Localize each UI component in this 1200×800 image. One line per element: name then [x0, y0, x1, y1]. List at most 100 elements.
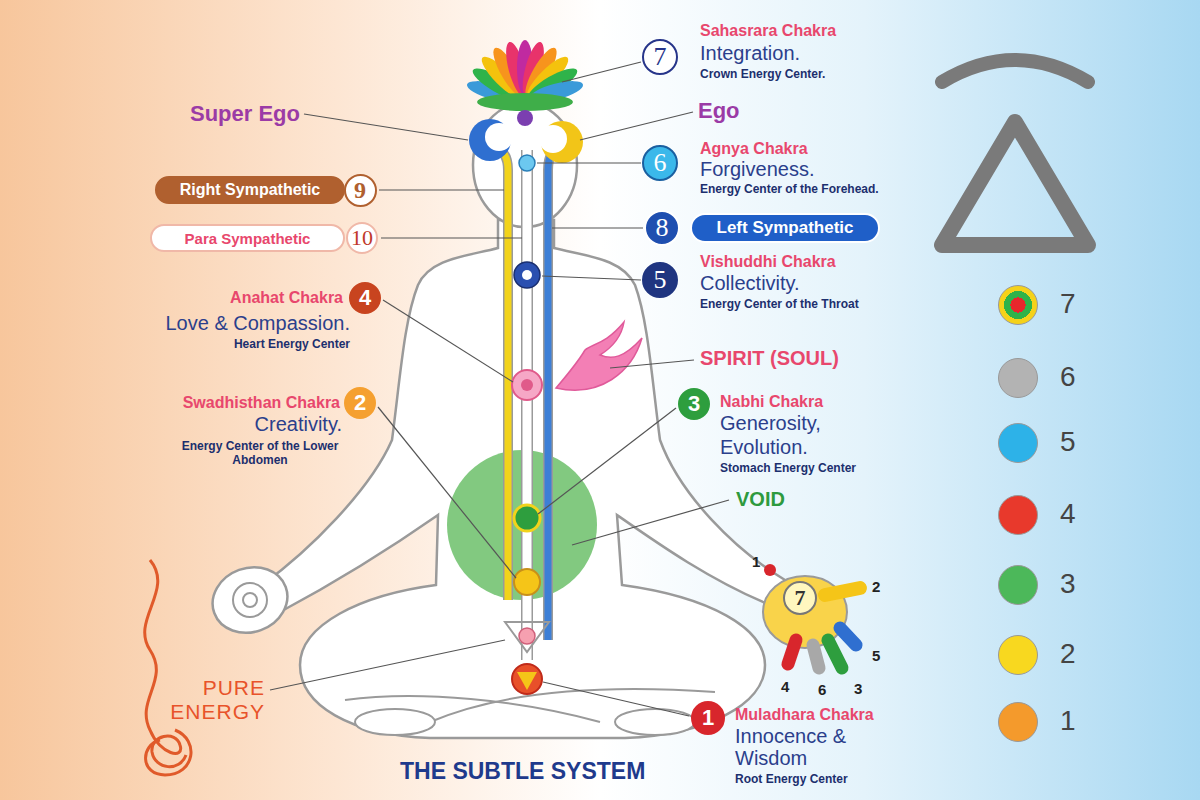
legend-swatch: [998, 495, 1038, 535]
leader-lines-part: [270, 640, 505, 690]
chakra-location: Heart Energy Center: [234, 338, 350, 352]
ego-crescents-part: [485, 123, 513, 151]
lotus-crown-part: [477, 93, 573, 111]
callout-number: 2: [354, 390, 366, 416]
lotus-crown-part: [517, 110, 533, 126]
chakra-symbols-part: [517, 672, 537, 690]
callout-circle: 7: [642, 39, 678, 75]
chakra-location: Crown Energy Center.: [700, 68, 825, 82]
chakra-quality: Evolution.: [720, 436, 808, 458]
chakra-name: Swadhisthan Chakra: [183, 394, 340, 412]
part-label: Ego: [698, 98, 740, 123]
leader-lines: [270, 62, 729, 716]
leader-lines-part: [572, 500, 729, 545]
left-hand-part: [203, 557, 296, 643]
part-label: SPIRIT (SOUL): [700, 347, 839, 370]
chakra-location: Stomach Energy Center: [720, 462, 856, 476]
callout-circle: 3: [678, 388, 710, 420]
chakra-symbols-part: [519, 628, 535, 644]
callout-number: 6: [654, 148, 667, 178]
leader-lines-part: [542, 276, 641, 280]
callout-circle: 4: [349, 282, 381, 314]
chakra-symbols-part: [519, 155, 535, 171]
chakra-symbols: [505, 155, 549, 694]
callout-number: 3: [688, 391, 700, 417]
spirit-flame-part: [556, 322, 642, 390]
chakra-name: Vishuddhi Chakra: [700, 253, 836, 271]
pill-label: Right Sympathetic: [180, 181, 320, 199]
legend-swatch: [998, 423, 1038, 463]
callout-circle: 10: [346, 222, 378, 254]
legend-swatch: [998, 635, 1038, 675]
part-label: PURE ENERGY: [145, 676, 265, 724]
energy-channels-part: [548, 146, 562, 640]
pill-label: Para Sympathetic: [185, 230, 311, 247]
pure-energy-spiral: [145, 560, 191, 775]
channel-pill: Para Sympathetic: [150, 224, 345, 252]
right-hand-part: [825, 588, 860, 595]
callout-number: 5: [654, 265, 667, 295]
callout-number: 8: [656, 213, 669, 243]
callout-circle: 9: [344, 174, 377, 207]
channel-pill: Right Sympathetic: [155, 176, 345, 204]
part-label: VOID: [736, 488, 785, 511]
chakra-symbols-part: [505, 622, 549, 652]
callout-circle: 5: [642, 262, 678, 298]
leader-lines-part: [381, 237, 522, 238]
finger-number: 5: [872, 647, 880, 664]
right-hand: [763, 564, 860, 668]
left-hand: [203, 557, 296, 643]
chakra-symbols-part: [514, 569, 540, 595]
pill-label: Left Sympathetic: [717, 218, 854, 238]
callout-circle: 7: [783, 581, 817, 615]
chakra-location: Root Energy Center: [735, 773, 848, 787]
leader-lines-part: [304, 114, 468, 140]
chakra-name: Nabhi Chakra: [720, 393, 823, 411]
legend-swatch: [998, 702, 1038, 742]
leader-lines-part: [537, 162, 641, 163]
left-hand-part: [243, 593, 257, 607]
chakra-symbols-part: [514, 505, 540, 531]
leader-lines-part: [383, 300, 513, 382]
callout-circle: 1: [691, 701, 725, 735]
leader-lines-part: [552, 227, 643, 228]
legend-label: 4: [1060, 498, 1076, 530]
right-hand-part: [764, 564, 776, 576]
side-symbol-part: [942, 60, 1088, 82]
callout-circle: 6: [642, 145, 678, 181]
callout-number: 10: [351, 225, 373, 251]
legend-label: 2: [1060, 638, 1076, 670]
leader-lines-part: [543, 682, 689, 716]
legend-label: 1: [1060, 705, 1076, 737]
callout-number: 7: [795, 585, 806, 611]
energy-channels-part: [492, 145, 508, 600]
energy-channels-part: [548, 146, 562, 640]
right-hand-part: [788, 640, 796, 664]
legend-label: 6: [1060, 361, 1076, 393]
right-hand-part: [840, 628, 856, 645]
leader-lines-part: [580, 112, 693, 140]
ego-crescents-part: [539, 125, 567, 153]
leader-lines-part: [562, 62, 641, 82]
chakra-name: Muladhara Chakra: [735, 706, 874, 724]
side-symbol: [942, 60, 1088, 245]
chakra-symbols-part: [514, 262, 540, 288]
finger-number: 1: [752, 553, 760, 570]
right-hand-part: [813, 645, 819, 668]
chakra-name: Agnya Chakra: [700, 140, 808, 158]
chakra-symbols-part: [512, 370, 542, 400]
leader-lines-part: [379, 189, 504, 190]
leader-lines-part: [378, 407, 516, 578]
chakra-name: Anahat Chakra: [230, 289, 343, 307]
spirit-flame: [556, 322, 642, 390]
chakra-name: Sahasrara Chakra: [700, 22, 836, 40]
chakra-quality: Love & Compassion.: [165, 312, 350, 334]
leader-lines-part: [538, 408, 676, 514]
diagram-title: THE SUBTLE SYSTEM: [400, 758, 645, 784]
chakra-quality: Collectivity.: [700, 272, 800, 294]
channel-pill: Left Sympathetic: [690, 213, 880, 243]
part-label: Super Ego: [190, 101, 300, 126]
finger-number: 2: [872, 578, 880, 595]
